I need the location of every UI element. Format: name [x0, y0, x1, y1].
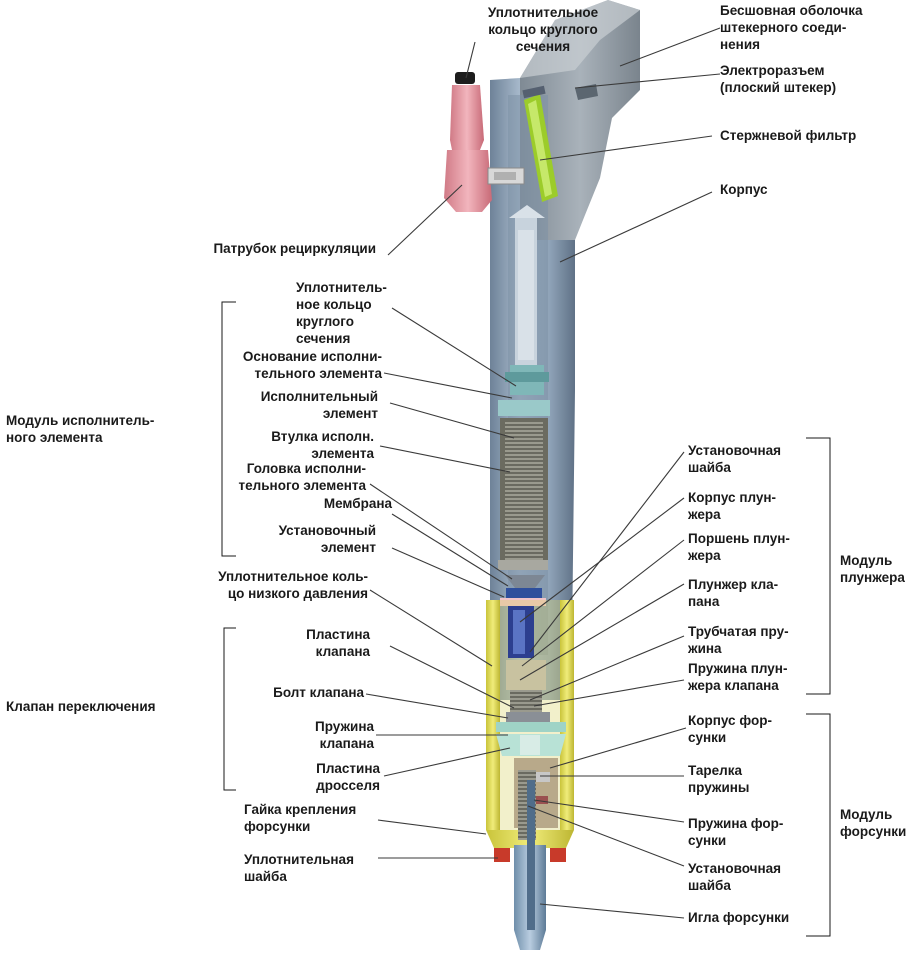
sealing-washer-art [494, 848, 510, 862]
nozzle-module-art [514, 758, 558, 840]
label-actuator-sleeve: Втулка исполн. элемента [271, 429, 374, 461]
label-valve-plunger: Плунжер кла- пана [688, 577, 779, 609]
label-nozzle-needle: Игла форсунки [688, 910, 790, 925]
label-sealing-washer: Уплотнительная шайба [244, 852, 354, 884]
label-spring-plate: Тарелка пружины [688, 763, 750, 795]
label-nozzle-body: Корпус фор- сунки [688, 713, 772, 745]
label-nozzle-spring: Пружина фор- сунки [688, 816, 784, 848]
group-plunger-module: Модуль плунжера [840, 553, 905, 585]
label-top-oring: Уплотнительное кольцо круглого сечения [487, 5, 599, 54]
plunger-module-art [506, 606, 550, 722]
leader-lines [365, 27, 721, 919]
label-plunger-piston: Поршень плун- жера [688, 531, 790, 563]
label-membrane: Мембрана [323, 496, 392, 511]
label-seamless-shell: Бесшовная оболочка штекерного соеди- нен… [720, 3, 863, 52]
label-recirculation: Патрубок рециркуляции [213, 241, 376, 256]
label-valve-bolt: Болт клапана [273, 685, 364, 700]
label-connector: Электроразъем (плоский штекер) [720, 63, 837, 95]
switch-valve-art [496, 722, 566, 756]
label-setting-element: Установочный элемент [278, 523, 376, 555]
group-actuator-module: Модуль исполнитель- ного элемента [6, 413, 155, 445]
label-nozzle-shim: Установочная шайба [688, 861, 781, 893]
label-throttle-plate: Пластина дросселя [316, 761, 380, 793]
rod-filter [522, 85, 558, 202]
label-tubular-spring: Трубчатая пру- жина [688, 624, 789, 656]
recirculation-port [444, 72, 525, 212]
label-plunger-valve-spring: Пружина плун- жера клапана [688, 661, 788, 693]
group-brackets [221, 301, 831, 937]
nozzle-needle-art [514, 780, 546, 950]
actuator-module-art [498, 365, 550, 606]
group-nozzle-module: Модуль форсунки [840, 807, 907, 839]
label-rod-filter: Стержневой фильтр [720, 128, 857, 143]
label-plunger-body: Корпус плун- жера [688, 490, 777, 522]
label-valve-spring: Пружина клапана [315, 719, 374, 751]
label-low-pressure-oring: Уплотнительное коль- цо низкого давления [218, 569, 368, 601]
group-switch-valve: Клапан переключения [6, 699, 156, 714]
label-actuator: Исполнительный элемент [260, 389, 378, 421]
label-actuator-base: Основание исполни- тельного элемента [242, 349, 382, 381]
label-actuator-oring: Уплотнитель- ное кольцо круглого сечения [296, 280, 387, 346]
label-plunger-shim: Установочная шайба [688, 443, 781, 475]
label-nozzle-nut: Гайка крепления форсунки [244, 802, 357, 834]
label-body: Корпус [720, 182, 768, 197]
label-valve-plate: Пластина клапана [306, 627, 370, 659]
label-actuator-head: Головка исполни- тельного элемента [238, 461, 366, 493]
